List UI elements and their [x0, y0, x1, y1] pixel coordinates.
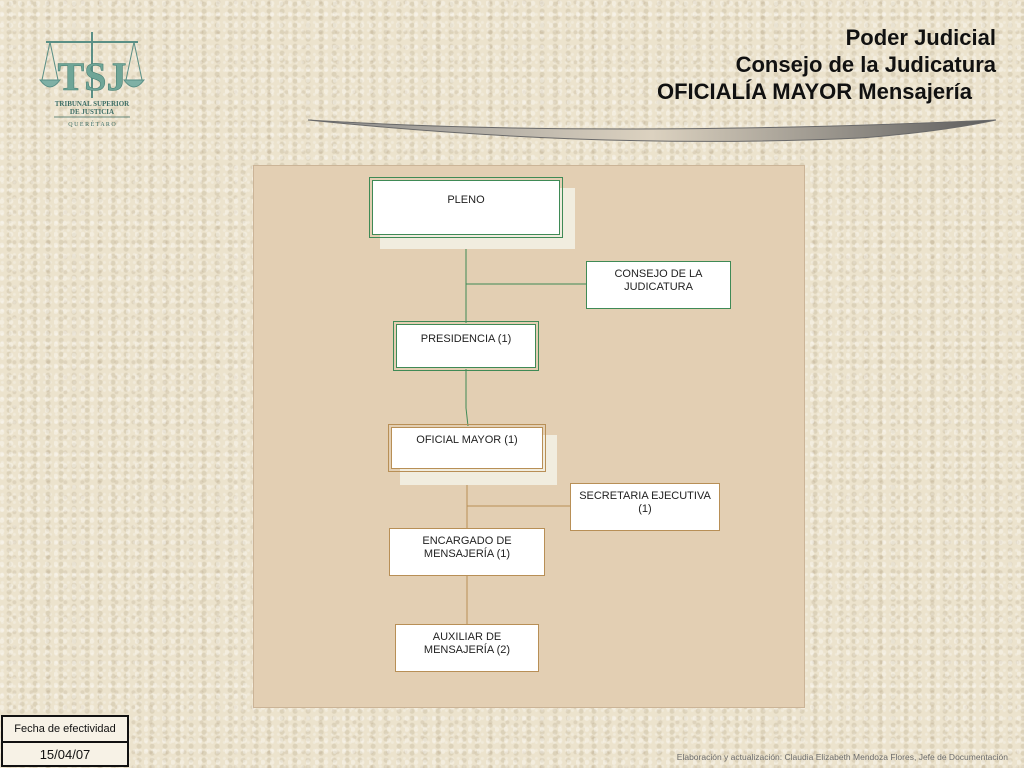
footer-credit: Elaboración y actualización: Claudia Eli… [676, 752, 1008, 762]
svg-text:TRIBUNAL SUPERIOR: TRIBUNAL SUPERIOR [55, 100, 130, 108]
node-label-line-2: MENSAJERÍA (2) [423, 644, 511, 656]
org-node-oficial-mayor: OFICIAL MAYOR (1) [388, 424, 546, 472]
org-node-presidencia: PRESIDENCIA (1) [393, 321, 539, 371]
org-node-encargado-mensajeria: ENCARGADO DE MENSAJERÍA (1) [389, 528, 545, 576]
title-line-1: Poder Judicial [845, 25, 996, 50]
node-label-line-2: (1) [638, 503, 652, 515]
svg-text:TSJ: TSJ [58, 54, 127, 99]
org-node-consejo-judicatura: CONSEJO DE LA JUDICATURA [586, 261, 731, 309]
title-line-2: Consejo de la Judicatura [735, 52, 996, 77]
effectivity-date: 15/04/07 [39, 747, 91, 762]
svg-text:DE JUSTICIA: DE JUSTICIA [70, 108, 114, 116]
node-label-line-1: ENCARGADO DE [422, 535, 512, 547]
org-node-pleno: PLENO [369, 177, 563, 238]
effectivity-box: Fecha de efectividad 15/04/07 [1, 715, 129, 767]
node-label-line-2: MENSAJERÍA (1) [423, 548, 511, 560]
svg-text:Q U E R É T A R O: Q U E R É T A R O [68, 120, 116, 128]
node-label-line-1: SECRETARIA EJECUTIVA [579, 490, 711, 502]
node-label-line-1: CONSEJO DE LA [614, 268, 703, 280]
org-node-auxiliar-mensajeria: AUXILIAR DE MENSAJERÍA (2) [395, 624, 539, 672]
effectivity-label: Fecha de efectividad [3, 717, 127, 743]
node-label: PLENO [447, 194, 485, 206]
node-label: OFICIAL MAYOR (1) [416, 434, 518, 446]
node-label-line-1: AUXILIAR DE [432, 631, 502, 643]
scales-of-justice-icon: TSJ TRIBUNAL SUPERIOR DE JUSTICIA Q U E … [36, 28, 148, 132]
title-line-3: OFICIALÍA MAYOR Mensajería [657, 79, 972, 104]
page-title: Poder Judicial Consejo de la Judicatura … [376, 24, 996, 105]
node-label-line-2: JUDICATURA [624, 281, 693, 293]
node-label: PRESIDENCIA (1) [420, 333, 512, 345]
org-node-secretaria-ejecutiva: SECRETARIA EJECUTIVA (1) [570, 483, 720, 531]
tsj-logo: TSJ TRIBUNAL SUPERIOR DE JUSTICIA Q U E … [36, 28, 148, 132]
decorative-swoosh [307, 119, 997, 142]
